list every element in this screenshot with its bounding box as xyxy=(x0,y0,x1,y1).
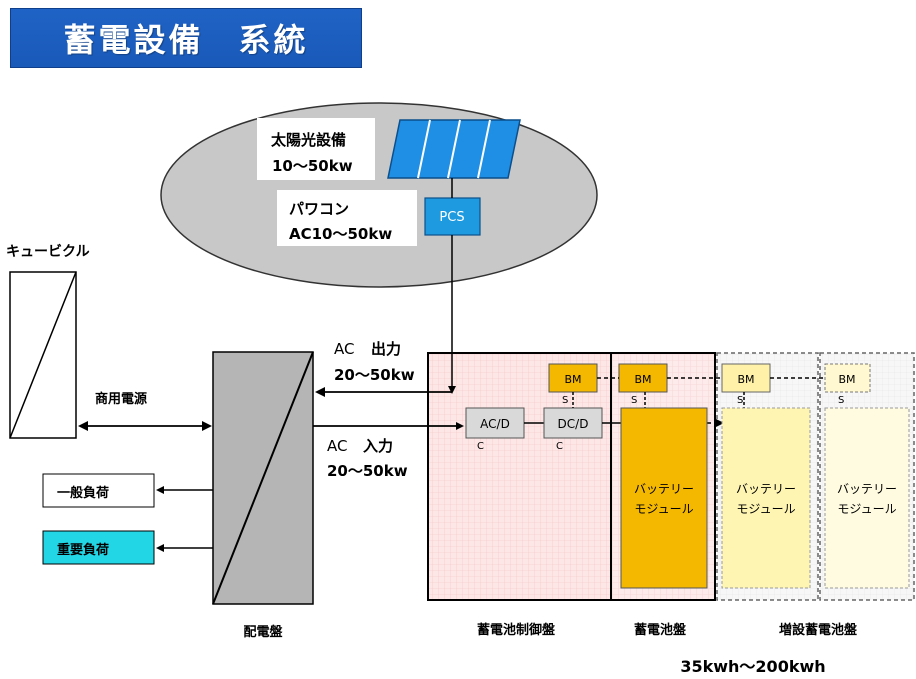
additional-panel-label: 増設蓄電池盤 xyxy=(779,622,858,638)
bm-additional-2-s: S xyxy=(838,395,844,406)
battery-module-additional-1 xyxy=(721,407,811,589)
battery-module-add2-line1: バッテリー xyxy=(837,482,897,496)
solar-capacity: 10〜50kw xyxy=(272,157,353,175)
battery-module-additional-2 xyxy=(824,407,910,589)
solar-label-box xyxy=(257,118,375,180)
control-panel-label: 蓄電池制御盤 xyxy=(477,622,556,638)
bm-additional-1-label: BM xyxy=(737,373,754,386)
cubicle-box xyxy=(9,271,77,439)
general-load-box xyxy=(42,473,155,508)
capacity-total: 35kwh〜200kwh xyxy=(680,657,825,676)
bm-additional-1-s: S xyxy=(737,395,743,406)
battery-panel-label: 蓄電池盤 xyxy=(634,622,687,638)
battery-module-main xyxy=(620,407,708,589)
solar-label: 太陽光設備 xyxy=(271,131,346,149)
acd-converter xyxy=(465,407,525,439)
distribution-panel xyxy=(212,351,314,605)
battery-module-add2-line2: モジュール xyxy=(837,502,896,516)
bm-additional-2 xyxy=(824,363,871,393)
title-banner: 蓄電設備 系統 xyxy=(10,8,362,68)
pcs-label: パワコン xyxy=(289,200,349,218)
pcs-capacity: AC10〜50kw xyxy=(289,225,392,243)
important-load-label: 重要負荷 xyxy=(57,542,109,558)
dcd-label: DC/D xyxy=(558,417,589,431)
battery-control-panel xyxy=(427,352,612,601)
important-load-box xyxy=(42,530,155,565)
page-title: 蓄電設備 系統 xyxy=(63,21,309,59)
bm-control-label: BM xyxy=(564,373,581,386)
bm-battery-label: BM xyxy=(634,373,651,386)
cubicle-label: キュービクル xyxy=(6,244,90,260)
ac-input-label2: 入力 xyxy=(363,437,393,455)
general-load-label: 一般負荷 xyxy=(57,485,109,501)
bm-battery-s: S xyxy=(631,395,637,406)
bm-control-s: S xyxy=(562,395,568,406)
ac-input-label: AC xyxy=(327,437,347,455)
pcs-label-box xyxy=(277,190,417,246)
battery-module-add1-line1: バッテリー xyxy=(736,482,796,496)
ac-input-range: 20〜50kw xyxy=(327,462,408,480)
pcs-box-label: PCS xyxy=(439,210,464,225)
ac-output-label2: 出力 xyxy=(371,340,401,358)
solar-panel-icon xyxy=(387,119,521,179)
distribution-panel-label: 配電盤 xyxy=(243,624,283,640)
acd-c-label: C xyxy=(477,441,484,452)
dcd-converter xyxy=(543,407,603,439)
battery-module-main-line2: モジュール xyxy=(634,502,693,516)
bm-additional-2-label: BM xyxy=(838,373,855,386)
bm-control xyxy=(548,363,598,393)
battery-module-main-line1: バッテリー xyxy=(634,482,694,496)
ac-output-label: AC xyxy=(334,340,354,358)
commercial-power-label: 商用電源 xyxy=(95,391,147,407)
ac-output-range: 20〜50kw xyxy=(334,366,415,384)
dcd-c-label: C xyxy=(556,441,563,452)
acd-label: AC/D xyxy=(480,417,510,431)
bm-battery xyxy=(618,363,668,393)
battery-module-add1-line2: モジュール xyxy=(736,502,795,516)
